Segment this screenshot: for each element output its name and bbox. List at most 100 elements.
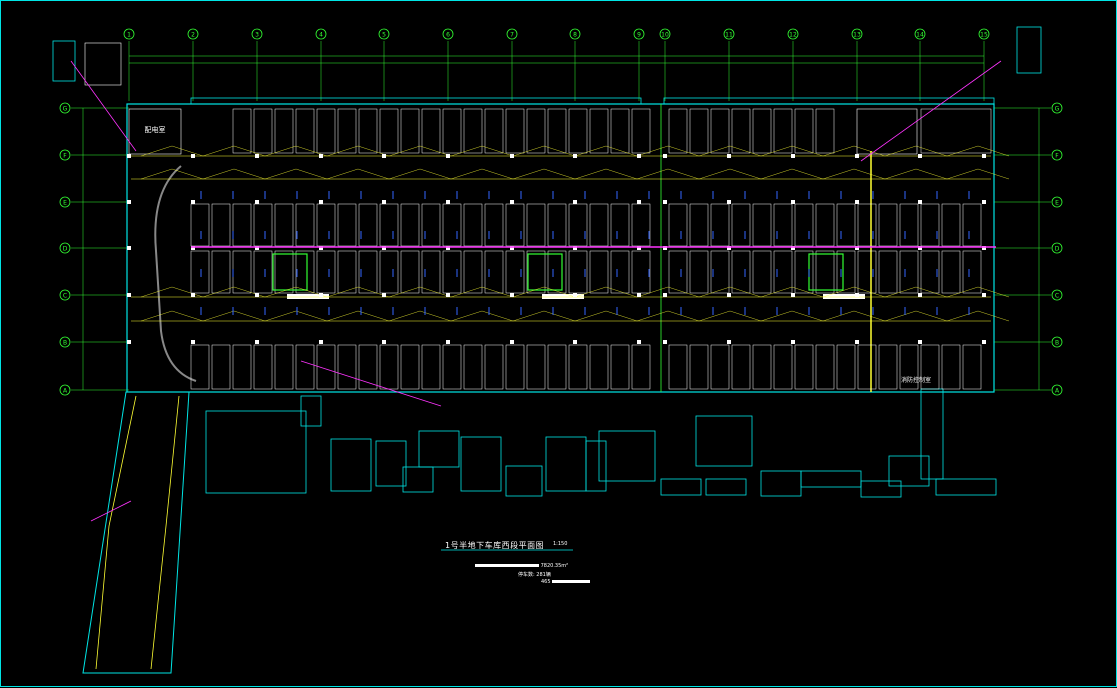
row-axis-label-right: D bbox=[1055, 246, 1060, 253]
row-axis-bubble-left bbox=[59, 196, 71, 208]
parking-stall bbox=[295, 250, 315, 294]
column-marker bbox=[791, 200, 795, 204]
parking-stall bbox=[379, 108, 399, 154]
parking-stall bbox=[731, 203, 751, 247]
column-axis-bubble bbox=[787, 28, 799, 40]
column-marker bbox=[727, 293, 731, 297]
row-axis-label-left: F bbox=[63, 153, 67, 160]
light-wiring bbox=[822, 286, 886, 298]
light-wiring bbox=[140, 310, 204, 322]
parking-stall bbox=[610, 108, 630, 154]
stair-core-ne bbox=[1016, 26, 1042, 74]
light-wiring bbox=[140, 145, 204, 157]
column-marker bbox=[127, 293, 131, 297]
parking-stall bbox=[710, 203, 730, 247]
parking-stall bbox=[815, 344, 835, 390]
parking-stall bbox=[631, 203, 651, 247]
lower-room bbox=[888, 455, 930, 487]
parking-stall bbox=[878, 250, 898, 294]
column-marker bbox=[510, 200, 514, 204]
column-marker bbox=[446, 200, 450, 204]
parking-stall bbox=[836, 344, 856, 390]
parking-stall bbox=[484, 203, 504, 247]
ramp-light-right bbox=[150, 395, 180, 670]
parking-stall bbox=[668, 250, 688, 294]
drawing-title: 1号半地下车库西段平面图 bbox=[445, 541, 545, 550]
lower-room bbox=[705, 478, 747, 496]
light-wiring bbox=[264, 286, 328, 298]
column-marker bbox=[663, 154, 667, 158]
parking-stall bbox=[211, 250, 231, 294]
column-marker bbox=[727, 154, 731, 158]
lower-room bbox=[660, 478, 702, 496]
parking-stall bbox=[274, 108, 294, 154]
parking-stall bbox=[668, 344, 688, 390]
column-axis-bubble bbox=[851, 28, 863, 40]
parking-layer bbox=[190, 108, 992, 390]
equipment-tag bbox=[287, 294, 329, 299]
column-marker bbox=[918, 154, 922, 158]
light-wiring bbox=[636, 145, 700, 157]
row-axis-bubble-right bbox=[1051, 242, 1063, 254]
parking-stall bbox=[463, 203, 483, 247]
parking-stall bbox=[710, 108, 730, 154]
lower-room bbox=[860, 480, 902, 498]
column-marker bbox=[918, 293, 922, 297]
parking-stall bbox=[689, 203, 709, 247]
parking-stall bbox=[752, 108, 772, 154]
row-axis-label-right: A bbox=[1055, 388, 1060, 395]
lower-room bbox=[330, 438, 372, 492]
parking-stall bbox=[752, 250, 772, 294]
light-wiring bbox=[512, 145, 576, 157]
parking-stall bbox=[421, 344, 441, 390]
equipment-box bbox=[808, 253, 844, 291]
column-marker bbox=[510, 246, 514, 250]
parking-stall bbox=[941, 203, 961, 247]
parking-stall bbox=[421, 108, 441, 154]
stat-extra-label: 465 bbox=[541, 579, 551, 585]
wall-layer bbox=[52, 26, 1042, 674]
lower-room bbox=[205, 410, 307, 494]
parking-stall bbox=[568, 344, 588, 390]
row-axis-bubble-right bbox=[1051, 336, 1063, 348]
parking-stall bbox=[232, 108, 252, 154]
column-axis-bubble bbox=[506, 28, 518, 40]
stat-parking: 停车数: 281辆 bbox=[518, 571, 551, 578]
parking-stall bbox=[232, 250, 252, 294]
ramp-curve bbox=[154, 165, 197, 382]
light-wiring bbox=[884, 168, 948, 180]
parking-stall bbox=[316, 108, 336, 154]
parking-stall bbox=[232, 203, 252, 247]
parking-stall bbox=[505, 203, 525, 247]
parking-stall bbox=[773, 344, 793, 390]
light-wiring bbox=[822, 168, 886, 180]
parking-stall bbox=[568, 250, 588, 294]
parking-stall bbox=[253, 344, 273, 390]
column-marker bbox=[127, 200, 131, 204]
lower-room bbox=[418, 430, 460, 468]
parking-stall bbox=[568, 203, 588, 247]
entrance-ramp bbox=[82, 391, 190, 674]
light-wiring bbox=[512, 310, 576, 322]
light-wiring bbox=[946, 145, 1010, 157]
parking-stall bbox=[773, 250, 793, 294]
lower-room bbox=[545, 436, 587, 492]
parking-stall bbox=[505, 108, 525, 154]
row-axis-bubble-right bbox=[1051, 102, 1063, 114]
lower-room bbox=[402, 466, 434, 493]
parking-stall bbox=[710, 344, 730, 390]
parking-stall bbox=[857, 250, 877, 294]
column-marker bbox=[982, 200, 986, 204]
lower-room bbox=[598, 430, 656, 482]
light-wiring bbox=[574, 310, 638, 322]
parking-stall bbox=[899, 250, 919, 294]
column-marker bbox=[255, 154, 259, 158]
parking-stall bbox=[295, 344, 315, 390]
parking-stall bbox=[794, 203, 814, 247]
light-wiring bbox=[202, 168, 266, 180]
column-marker bbox=[982, 246, 986, 250]
parking-stall bbox=[274, 250, 294, 294]
lower-room bbox=[695, 415, 753, 467]
